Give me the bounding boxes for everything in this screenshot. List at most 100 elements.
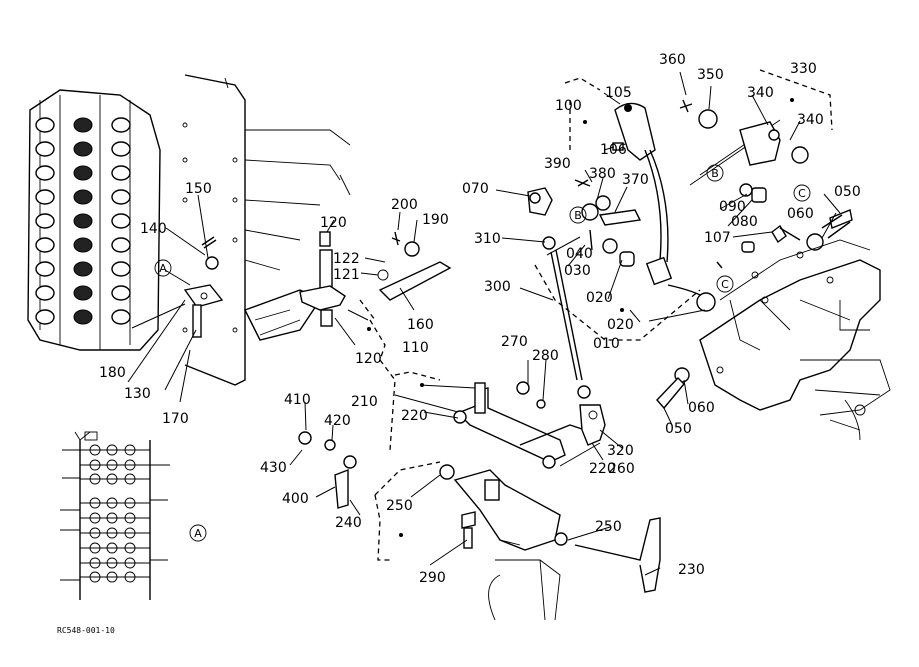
part-number-label: 250 bbox=[386, 498, 413, 514]
valve-spool bbox=[111, 117, 131, 133]
part-number-label: 350 bbox=[697, 67, 724, 83]
part-number-label: 380 bbox=[589, 166, 616, 182]
part-number-label: 340 bbox=[747, 85, 774, 101]
part-number-label: 150 bbox=[185, 181, 212, 197]
part-number-label: 020 bbox=[586, 290, 613, 306]
part-number-label: 390 bbox=[544, 156, 571, 172]
part-number-label: 180 bbox=[99, 365, 126, 381]
part-number-label: 210 bbox=[351, 394, 378, 410]
mounting-frame bbox=[182, 74, 351, 386]
part-number-label: 190 bbox=[422, 212, 449, 228]
part-number-label: 060 bbox=[688, 400, 715, 416]
small-parts-400 bbox=[298, 431, 357, 509]
control-valve-body bbox=[27, 89, 161, 351]
part-number-label: 300 bbox=[484, 279, 511, 295]
valve-spool bbox=[111, 309, 131, 325]
part-number-label: 400 bbox=[282, 491, 309, 507]
circled-ref-label: A bbox=[159, 262, 167, 275]
circled-ref-label: C bbox=[798, 187, 806, 200]
valve-spool bbox=[35, 261, 55, 277]
part-number-label: 220 bbox=[401, 408, 428, 424]
part-number-label: 330 bbox=[790, 61, 817, 77]
part-number-label: 020 bbox=[607, 317, 634, 333]
valve-spool bbox=[35, 237, 55, 253]
valve-spool bbox=[73, 237, 93, 253]
valve-spool bbox=[35, 189, 55, 205]
fastener-set bbox=[656, 183, 853, 410]
valve-spool bbox=[35, 309, 55, 325]
part-number-label: 280 bbox=[532, 348, 559, 364]
valve-spool bbox=[35, 117, 55, 133]
circled-ref-label: C bbox=[721, 278, 729, 291]
bracket-180 bbox=[183, 236, 224, 338]
part-number-label: 360 bbox=[659, 52, 686, 68]
reference-circle bbox=[706, 164, 724, 182]
circled-ref-label: A bbox=[194, 527, 202, 540]
part-number-label: 106 bbox=[600, 142, 627, 158]
part-number-label: 080 bbox=[731, 214, 758, 230]
part-number-label: 260 bbox=[608, 461, 635, 477]
shaft-assembly-120 bbox=[299, 231, 452, 327]
lever-linkage bbox=[527, 179, 642, 446]
part-number-label: 290 bbox=[419, 570, 446, 586]
part-number-label: 040 bbox=[566, 246, 593, 262]
part-number-label: 270 bbox=[501, 334, 528, 350]
part-number-label: 050 bbox=[834, 184, 861, 200]
part-number-label: 030 bbox=[564, 263, 591, 279]
part-number-label: 010 bbox=[593, 336, 620, 352]
reference-circle bbox=[716, 275, 734, 293]
valve-spool bbox=[111, 261, 131, 277]
part-number-label: 120 bbox=[355, 351, 382, 367]
valve-spool bbox=[73, 285, 93, 301]
valve-spool bbox=[35, 285, 55, 301]
reference-circle bbox=[154, 259, 172, 277]
part-number-label: 121 bbox=[333, 267, 360, 283]
part-number-label: 220 bbox=[589, 461, 616, 477]
part-number-label: 250 bbox=[595, 519, 622, 535]
part-number-label: 122 bbox=[333, 251, 360, 267]
valve-spool bbox=[73, 189, 93, 205]
part-number-label: 410 bbox=[284, 392, 311, 408]
part-number-label: 420 bbox=[324, 413, 351, 429]
valve-spool bbox=[35, 213, 55, 229]
circled-ref-label: B bbox=[574, 209, 582, 222]
part-number-label: 310 bbox=[474, 231, 501, 247]
valve-spool bbox=[111, 285, 131, 301]
part-number-label: 120 bbox=[320, 215, 347, 231]
part-number-label: 100 bbox=[555, 98, 582, 114]
control-lever bbox=[612, 99, 809, 296]
bracket-240 bbox=[439, 464, 561, 551]
callout-dots bbox=[367, 98, 794, 537]
rod-230 bbox=[488, 517, 661, 621]
part-number-label: 230 bbox=[678, 562, 705, 578]
valve-spool bbox=[111, 165, 131, 181]
group-outlines bbox=[359, 69, 833, 561]
part-number-label: 090 bbox=[719, 199, 746, 215]
part-number-label: 320 bbox=[607, 443, 634, 459]
hydraulic-schematic bbox=[60, 431, 170, 600]
drawing-code: RC548-001-10 bbox=[57, 626, 115, 635]
valve-spool bbox=[73, 141, 93, 157]
valve-spool bbox=[111, 189, 131, 205]
part-number-label: 050 bbox=[665, 421, 692, 437]
valve-spool bbox=[73, 309, 93, 325]
reference-circle bbox=[793, 184, 811, 202]
part-number-label: 160 bbox=[407, 317, 434, 333]
part-number-label: 140 bbox=[140, 221, 167, 237]
lever-bracket-110 bbox=[453, 381, 586, 469]
valve-spool bbox=[73, 165, 93, 181]
circled-ref-label: B bbox=[711, 167, 719, 180]
valve-spool bbox=[35, 141, 55, 157]
chassis-frame bbox=[699, 239, 891, 441]
part-number-label: 200 bbox=[391, 197, 418, 213]
valve-spool bbox=[111, 141, 131, 157]
part-number-label: 110 bbox=[402, 340, 429, 356]
leader-lines bbox=[127, 71, 841, 576]
part-number-label: 130 bbox=[124, 386, 151, 402]
valve-spool bbox=[73, 261, 93, 277]
part-number-label: 370 bbox=[622, 172, 649, 188]
part-number-label: 430 bbox=[260, 460, 287, 476]
valve-spool bbox=[73, 117, 93, 133]
